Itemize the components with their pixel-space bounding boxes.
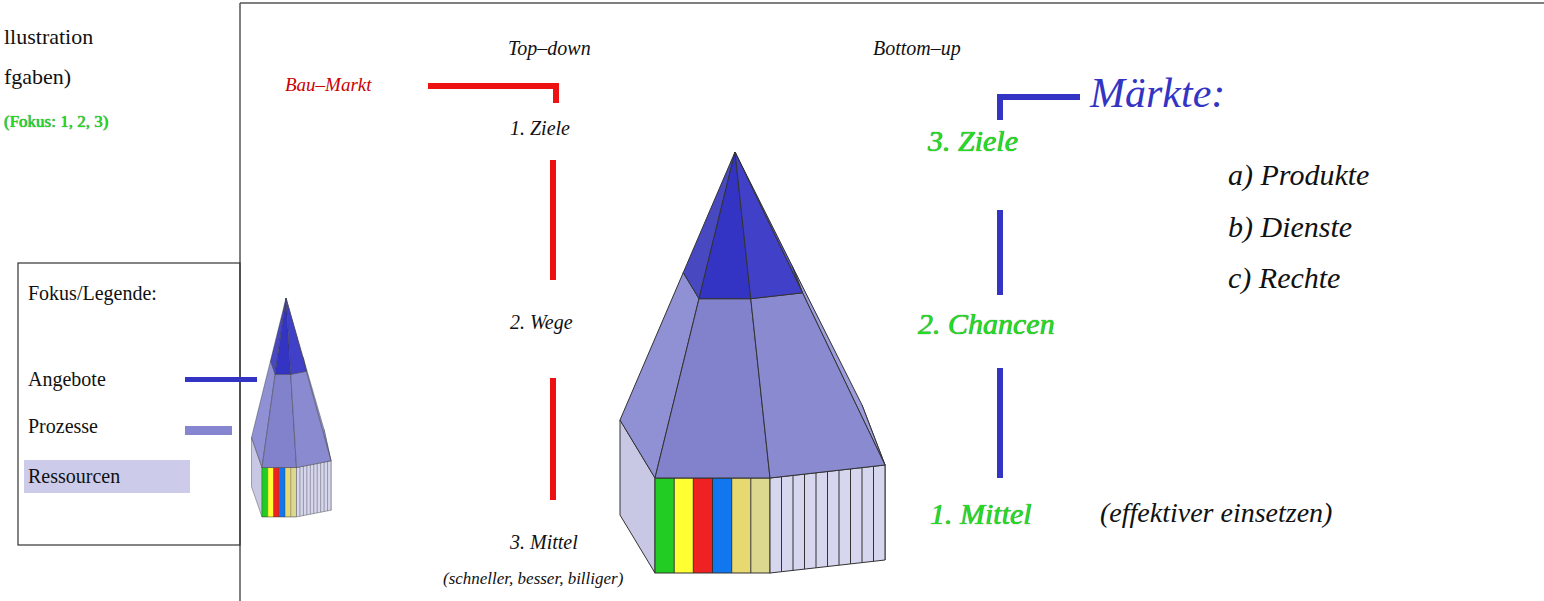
step-note: (schneller, besser, billiger) [443, 570, 623, 587]
step-label: 1. Mittel [930, 499, 1032, 529]
side-text: llustration [4, 26, 93, 48]
legend-text: Prozesse [28, 416, 98, 436]
focus-note: (Fokus: 1, 2, 3) [4, 113, 108, 130]
market-label: Bau–Markt [285, 75, 372, 94]
direction-title: Top–down [508, 38, 591, 58]
market-item: a) Produkte [1228, 160, 1369, 190]
step-label: 3. Mittel [510, 532, 578, 552]
market-item: c) Rechte [1228, 263, 1340, 293]
legend-title: Fokus/Legende: [28, 283, 157, 303]
market-heading: Märkte: [1090, 72, 1225, 114]
legend-text: Angebote [28, 369, 106, 389]
direction-title: Bottom–up [873, 38, 961, 58]
legend-swatch [185, 426, 232, 435]
step-note: (effektiver einsetzen) [1100, 499, 1332, 527]
step-label: 2. Wege [510, 312, 573, 332]
legend-swatch [185, 377, 257, 382]
step-label: 2. Chancen [918, 309, 1055, 339]
side-text: fgaben) [4, 66, 71, 88]
market-item: b) Dienste [1228, 212, 1352, 242]
step-label: 1. Ziele [510, 118, 570, 138]
step-label: 3. Ziele [928, 126, 1018, 156]
legend-text: Ressourcen [28, 466, 120, 486]
